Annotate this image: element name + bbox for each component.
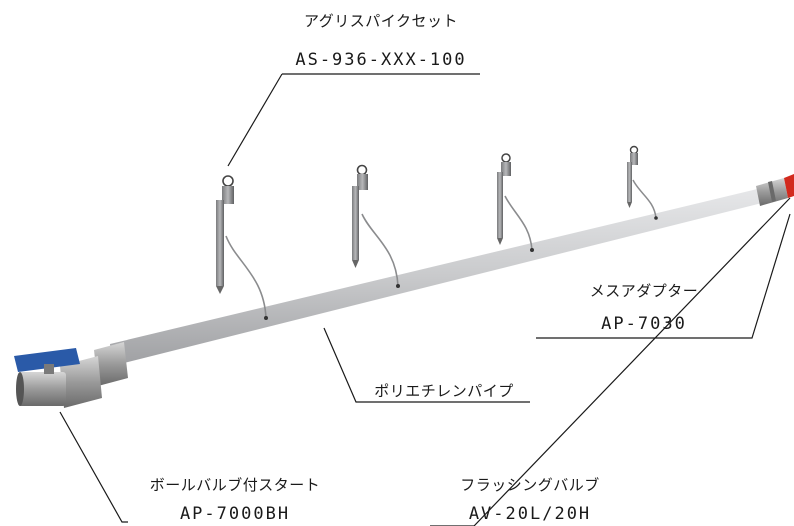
- female-adapter-label: メスアダプター: [589, 282, 699, 300]
- agri-spike-2: [352, 164, 400, 288]
- leader-ball-valve: [59, 411, 128, 523]
- leader-female-adapter: [536, 213, 791, 339]
- polyethylene-pipe: [110, 186, 774, 366]
- leader-flushing-valve: [430, 197, 791, 526]
- agri-spike-set-label: アグリスパイクセット: [304, 12, 458, 30]
- female-adapter-code: AP-7030: [601, 314, 687, 334]
- agri-spike-set-code: AS-936-XXX-100: [295, 50, 467, 70]
- flushing-valve-tip: [784, 174, 794, 198]
- agri-spike-1: [216, 175, 268, 320]
- agri-spike-3: [497, 153, 534, 252]
- flushing-valve-code: AV-20L/20H: [468, 504, 592, 524]
- ball-valve-start-label: ボールバルブ付スタート: [149, 476, 321, 494]
- ball-valve-start-code: AP-7000BH: [179, 504, 291, 524]
- flushing-valve-label: フラッシングバルブ: [460, 476, 600, 494]
- valve-handle: [14, 348, 80, 372]
- polyethylene-pipe-label: ポリエチレンパイプ: [374, 382, 514, 400]
- ball-valve-start: [14, 342, 128, 408]
- female-adapter: [756, 174, 794, 206]
- leader-lines: [59, 73, 791, 526]
- leader-pe-pipe: [323, 327, 530, 403]
- agri-spike-4: [627, 145, 658, 220]
